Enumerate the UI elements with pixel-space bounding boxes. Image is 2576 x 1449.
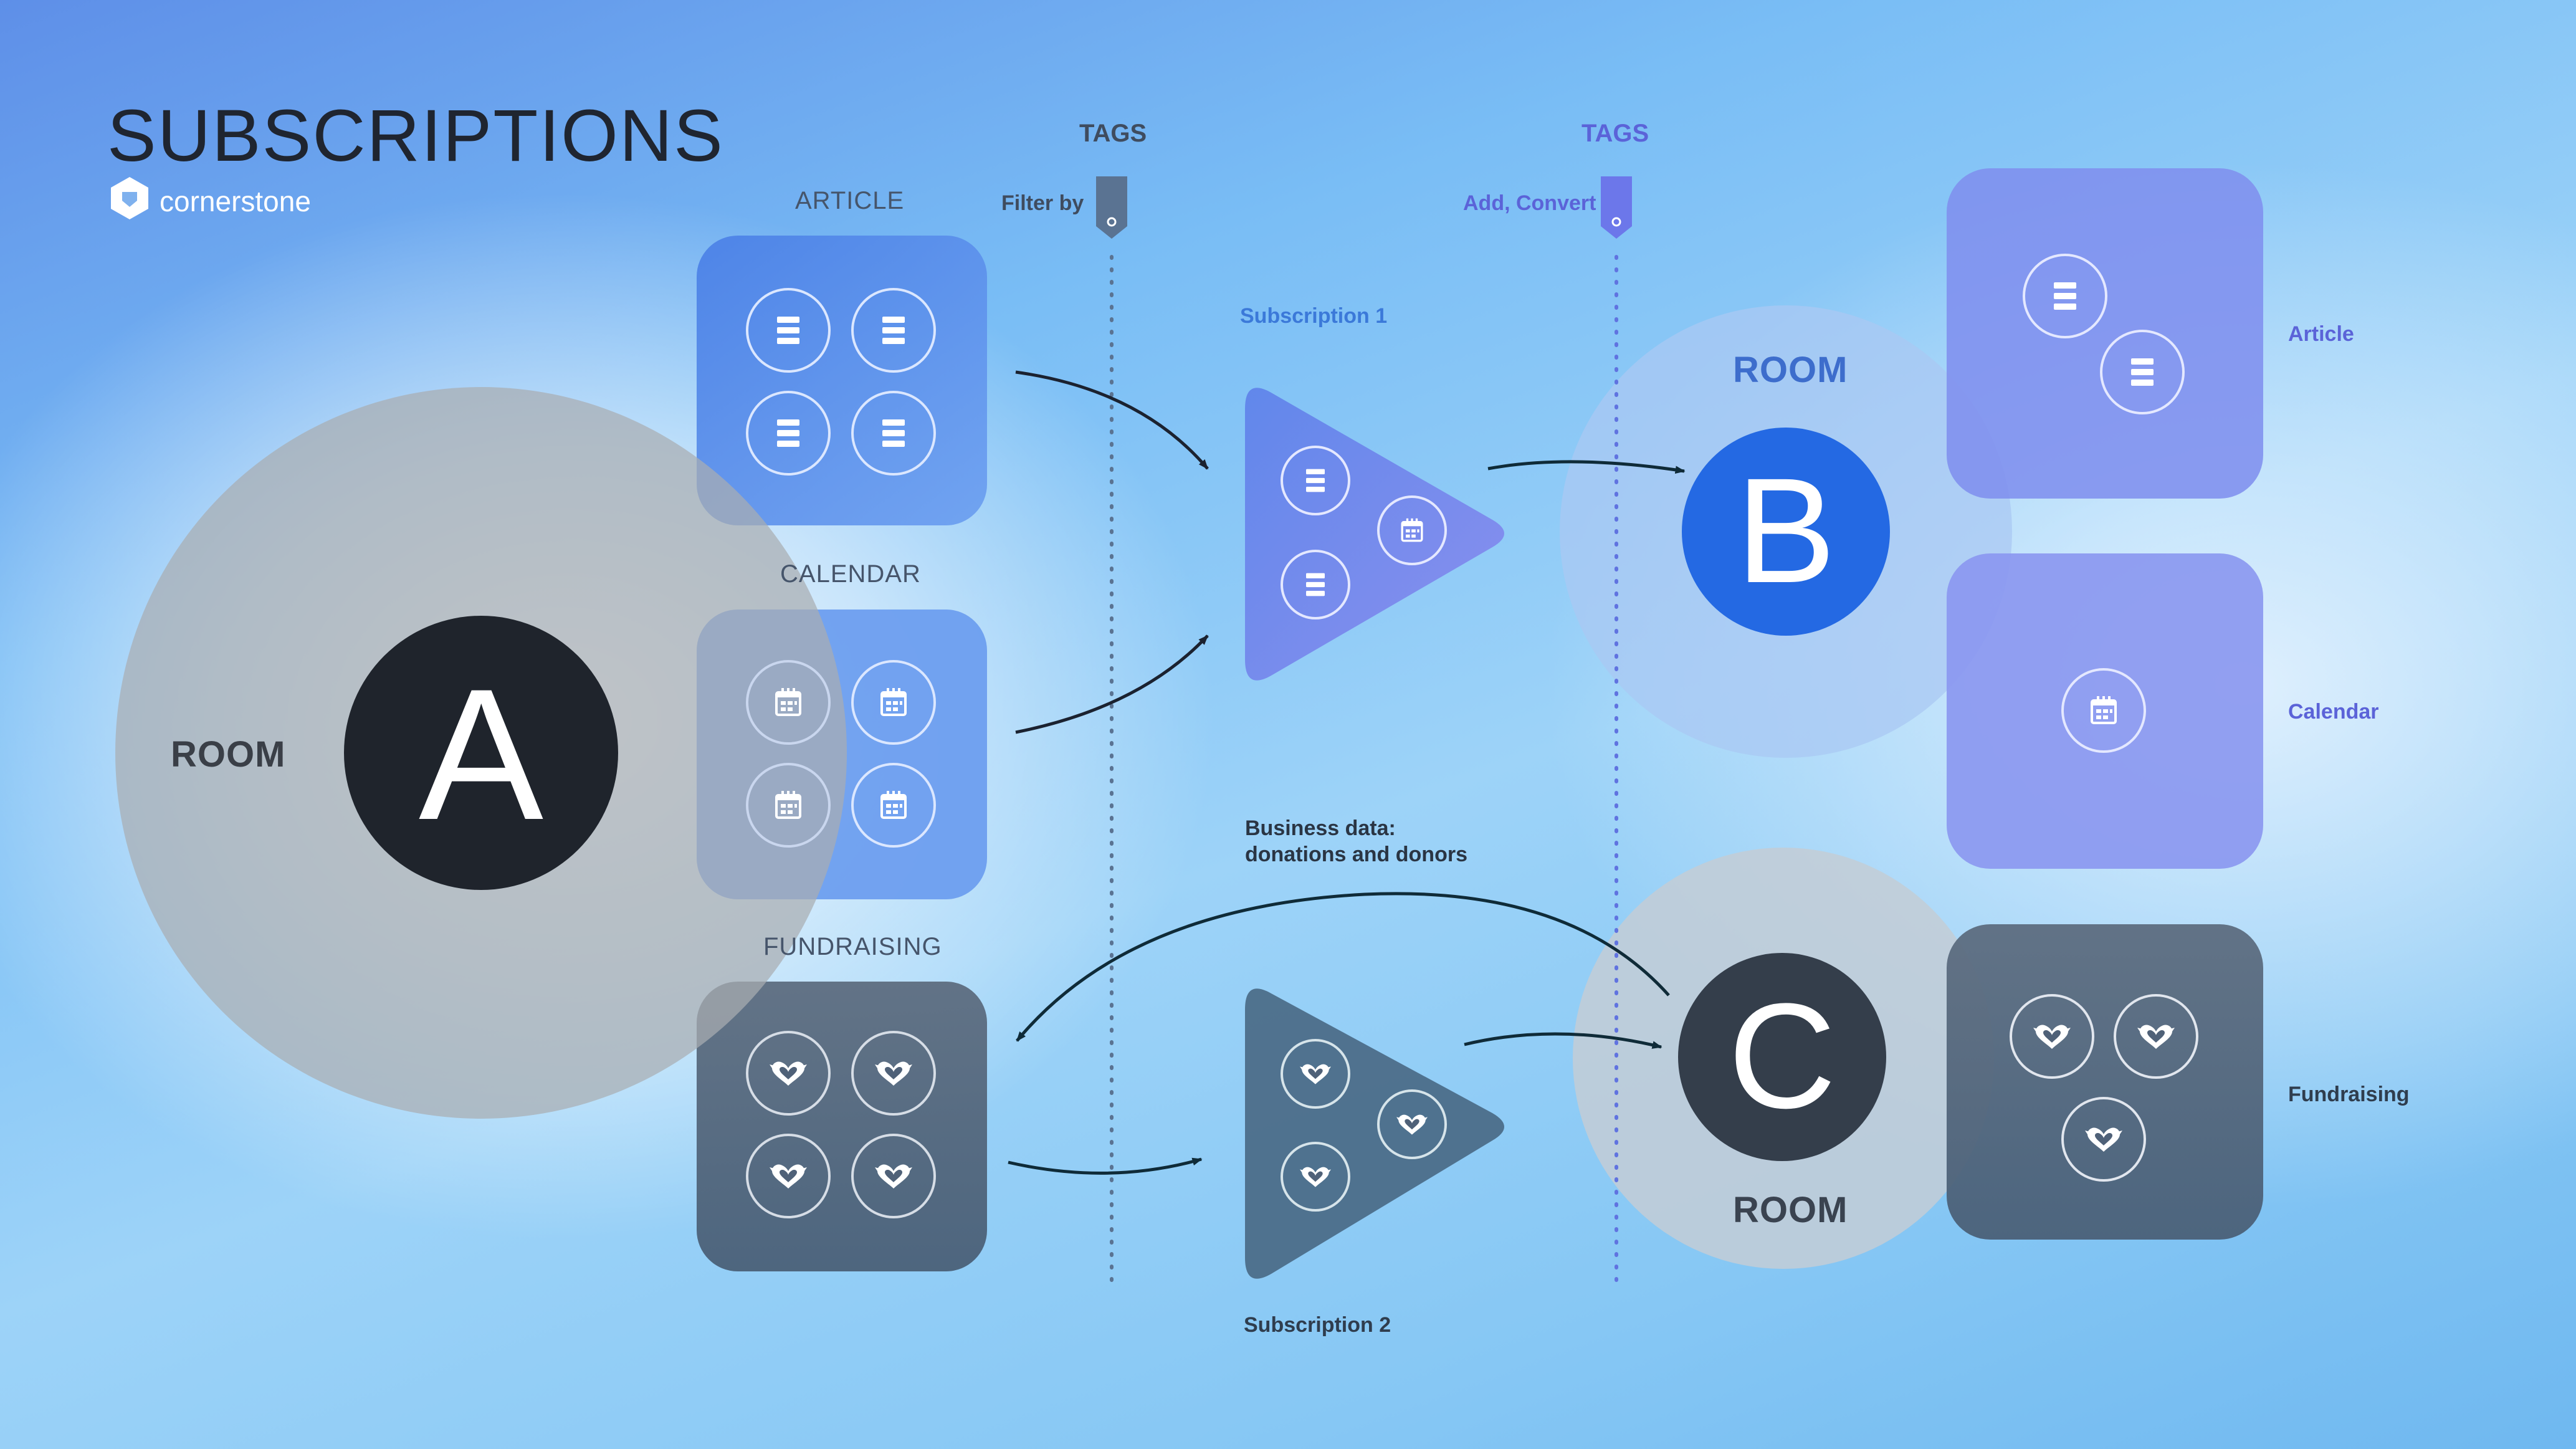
- document-icon: [882, 317, 905, 344]
- fundraising-group-label: FUNDRAISING: [763, 933, 942, 960]
- result-tile-fundraising: [1947, 924, 2263, 1240]
- subscription-2-triangle: [1245, 988, 1504, 1279]
- document-icon: [2131, 358, 2154, 386]
- calendar-group-label: CALENDAR: [780, 560, 921, 588]
- brand-name: cornerstone: [160, 185, 311, 218]
- result-article-badge-2: [2100, 330, 2185, 414]
- arrow-calendar-to-subscription-1: [1015, 634, 1209, 734]
- filter-tags-label: TAGS: [1079, 120, 1147, 147]
- article-group-label: ARTICLE: [795, 187, 905, 214]
- result-calendar-badge: [2061, 668, 2146, 753]
- source-tile-article: [697, 236, 987, 525]
- fundraising-icons: [746, 1031, 936, 1218]
- cornerstone-logo-icon: [111, 177, 148, 219]
- arrow-fundraising-to-subscription-2: [1008, 1157, 1203, 1175]
- room-b-label: ROOM: [1733, 350, 1848, 390]
- room-a-core: [344, 616, 618, 890]
- result-tile-article: [1947, 168, 2263, 499]
- result-article-badge-1: [2023, 254, 2107, 338]
- result-fundraising-badge-1: [2010, 994, 2094, 1079]
- room-b-core: [1682, 428, 1890, 636]
- room-a-letter: A: [418, 649, 544, 859]
- result-tile-calendar: [1947, 553, 2263, 869]
- calendar-icons: [746, 660, 936, 848]
- convert-tag-icon: [1601, 176, 1632, 239]
- source-tile-fundraising: [697, 982, 987, 1271]
- document-icon: [1306, 573, 1325, 596]
- document-icon: [1306, 469, 1325, 492]
- arrow-room-c-to-fundraising: [1016, 892, 1670, 1042]
- result-article-label: Article: [2288, 322, 2354, 346]
- arrow-article-to-subscription-1: [1015, 370, 1209, 470]
- document-icon: [777, 317, 799, 344]
- arrow-subscription-1-to-room-b: [1487, 460, 1686, 474]
- room-a-label: ROOM: [171, 734, 286, 775]
- result-calendar-label: Calendar: [2288, 700, 2379, 724]
- document-icon: [2054, 282, 2076, 310]
- room-c-label: ROOM: [1733, 1190, 1848, 1230]
- document-icon: [777, 419, 799, 447]
- room-b-letter: B: [1735, 447, 1836, 614]
- convert-tags-label: TAGS: [1581, 120, 1649, 147]
- feedback-label-line-2: donations and donors: [1245, 843, 1467, 866]
- room-c-core: [1678, 953, 1886, 1161]
- result-fundraising-badge-3: [2061, 1097, 2146, 1182]
- article-icons: [746, 288, 936, 476]
- result-fundraising-badge-2: [2114, 994, 2198, 1079]
- filter-tags-caption: Filter by: [1001, 191, 1084, 215]
- document-icon: [882, 419, 905, 447]
- subscription-1-triangle: [1245, 388, 1504, 681]
- subscription-1-label: Subscription 1: [1240, 304, 1388, 328]
- room-c-letter: C: [1728, 972, 1836, 1139]
- feedback-label-line-1: Business data:: [1245, 816, 1396, 840]
- convert-tags-caption: Add, Convert: [1463, 191, 1596, 215]
- subscription-2-label: Subscription 2: [1244, 1313, 1391, 1337]
- arrow-subscription-2-to-room-c: [1464, 1032, 1662, 1049]
- filter-tag-icon: [1096, 176, 1127, 239]
- page-title: SUBSCRIPTIONS: [107, 95, 724, 177]
- result-fundraising-label: Fundraising: [2288, 1083, 2410, 1106]
